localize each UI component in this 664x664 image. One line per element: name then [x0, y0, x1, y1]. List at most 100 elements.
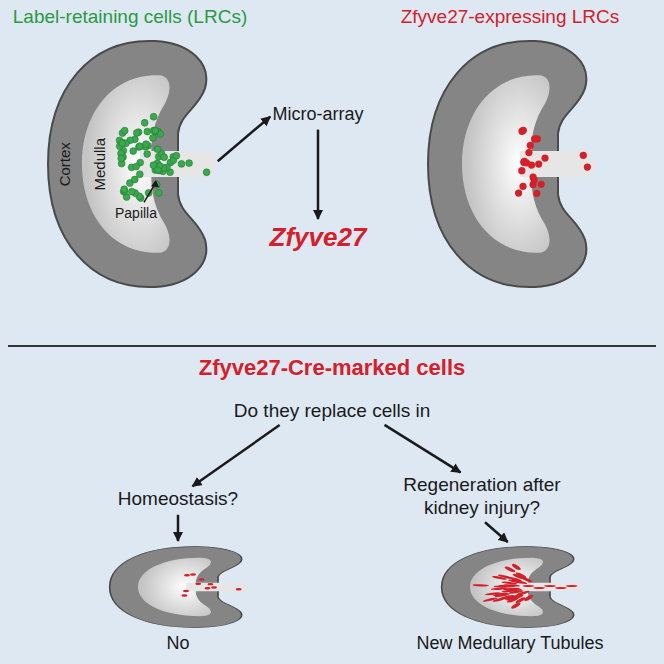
- flow-arrow: [317, 130, 320, 219]
- regenerated-tubule: [505, 588, 523, 592]
- zfyve27-cell: [535, 160, 542, 167]
- kidney-papilla: [140, 151, 216, 177]
- label-retaining-cell: [141, 119, 148, 126]
- kidney-illustration: [103, 544, 253, 630]
- regenerated-tubule: [506, 576, 523, 582]
- label-retaining-cell: [136, 143, 143, 150]
- regenerated-tubule: [533, 587, 545, 589]
- label-retaining-cell: [186, 159, 193, 166]
- label-retaining-cell: [161, 154, 168, 161]
- regenerated-tubule: [566, 585, 578, 587]
- label-retaining-cell: [119, 140, 126, 147]
- zfyve27-cell: [211, 586, 217, 588]
- label-retaining-cell: [203, 169, 210, 176]
- zfyve27-cell: [183, 590, 189, 592]
- kidney-cortex: [48, 41, 206, 287]
- kidney-medulla: [82, 75, 170, 252]
- regenerated-tubule: [515, 590, 531, 596]
- node-text: Regeneration after kidney injury?: [387, 474, 577, 520]
- label-retaining-cell: [128, 188, 135, 195]
- papilla-leader-head: [151, 180, 159, 187]
- label-retaining-cell: [152, 127, 159, 134]
- regenerated-tubule: [522, 594, 534, 601]
- flow-arrow: [485, 522, 508, 542]
- label-retaining-cell: [144, 128, 151, 135]
- flow-arrow: [218, 117, 271, 162]
- node-text: Homeostasis?: [118, 488, 238, 511]
- zfyve27-cell: [190, 573, 196, 575]
- text-node: Homeostasis?: [118, 488, 238, 511]
- regenerated-tubule: [544, 585, 556, 587]
- regenerated-tubule: [501, 581, 519, 585]
- kidney-medulla: [462, 75, 550, 252]
- label-retaining-cell: [133, 129, 140, 136]
- text-node: Micro-array: [272, 104, 363, 126]
- label-retaining-cell: [178, 160, 185, 167]
- label-retaining-cell: [118, 155, 125, 162]
- label-retaining-cell: [131, 176, 138, 183]
- outcome-label: New Medullary Tubules: [416, 633, 603, 655]
- zfyve27-cell: [528, 161, 535, 168]
- text-node: Zfyve27: [270, 222, 367, 253]
- flow-arrow: [385, 425, 461, 473]
- zfyve27-cell: [184, 574, 190, 576]
- node-text: Zfyve27: [270, 222, 367, 253]
- label-retaining-cell: [155, 189, 162, 196]
- zfyve27-cell: [533, 189, 540, 196]
- label-retaining-cell: [121, 186, 128, 193]
- kidney-node: Zfyve27-expressing LRCs: [401, 6, 620, 295]
- zfyve27-cell: [181, 594, 187, 596]
- zfyve27-cell: [204, 587, 210, 589]
- zfyve27-cell: [519, 183, 526, 190]
- label-retaining-cell: [133, 163, 140, 170]
- label-retaining-cell: [154, 146, 161, 153]
- zfyve27-cell: [525, 149, 532, 156]
- zfyve27-cell: [207, 583, 213, 585]
- label-retaining-cell: [136, 171, 143, 178]
- zfyve27-cell: [236, 588, 242, 590]
- label-retaining-cell: [130, 147, 137, 154]
- zfyve27-cell: [580, 152, 587, 159]
- kidney-illustration: [435, 544, 585, 630]
- label-retaining-cell: [143, 141, 150, 148]
- regenerated-tubule: [498, 585, 515, 588]
- flow-arrow: [177, 515, 180, 541]
- flow-arrow: [193, 425, 280, 486]
- regenerated-tubule: [482, 597, 499, 602]
- zfyve27-cell: [584, 163, 591, 170]
- node-text: Do they replace cells in: [234, 400, 430, 423]
- zfyve27-cell: [527, 142, 534, 149]
- anatomy-label: Papilla: [115, 206, 157, 221]
- regenerated-tubule: [555, 587, 567, 589]
- regenerated-tubule: [472, 584, 489, 587]
- zfyve27-cell: [531, 176, 538, 183]
- kidney-illustration: [420, 33, 600, 295]
- label-retaining-cell: [155, 166, 162, 173]
- kidney-heading: Label-retaining cells (LRCs): [13, 6, 247, 29]
- label-retaining-cell: [144, 150, 151, 157]
- kidney-node: New Medullary Tubules: [416, 544, 603, 655]
- node-text: Micro-array: [272, 104, 363, 126]
- kidney-node: No: [103, 544, 253, 655]
- anatomy-label: Cortex: [57, 142, 74, 186]
- section-divider: [8, 345, 656, 347]
- text-node: Do they replace cells in: [234, 400, 430, 423]
- regenerated-tubule: [510, 563, 523, 570]
- kidney-node: Label-retaining cells (LRCs): [13, 6, 247, 295]
- label-retaining-cell: [121, 127, 128, 134]
- zfyve27-cell: [199, 578, 205, 580]
- zfyve27-cell: [515, 189, 522, 196]
- regenerated-tubule: [514, 572, 528, 579]
- regenerated-tubule: [509, 602, 522, 609]
- kidney-heading: Zfyve27-expressing LRCs: [401, 6, 620, 29]
- regenerated-tubule: [492, 592, 510, 597]
- zfyve27-cell: [541, 154, 548, 161]
- label-retaining-cell: [173, 152, 180, 159]
- label-retaining-cell: [150, 134, 157, 141]
- zfyve27-cell: [538, 180, 545, 187]
- section-heading: Zfyve27-Cre-marked cells: [199, 356, 466, 380]
- zfyve27-cell: [521, 158, 528, 165]
- label-retaining-cell: [136, 143, 143, 150]
- zfyve27-cell: [520, 158, 527, 165]
